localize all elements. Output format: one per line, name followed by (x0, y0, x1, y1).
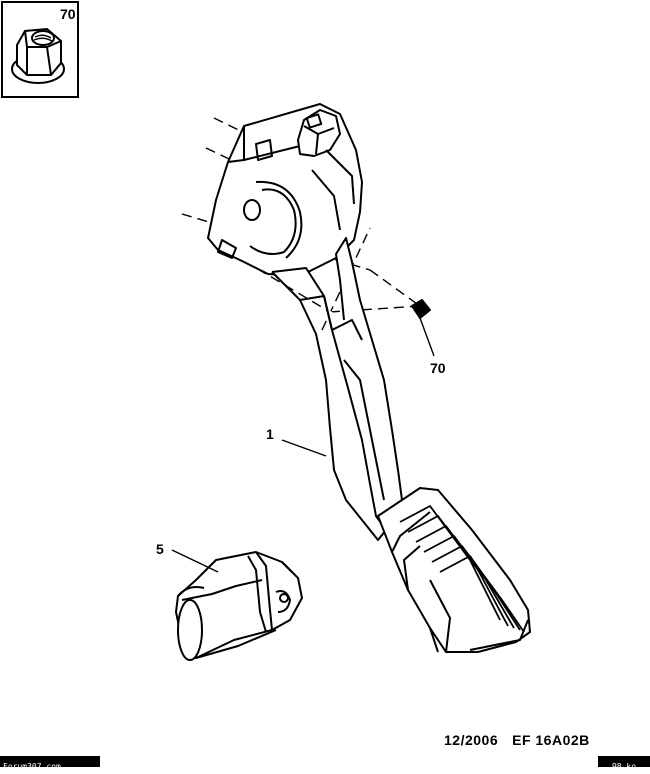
callout-nut: 70 (430, 360, 446, 376)
reference-part-code: EF 16A02B (512, 732, 590, 748)
callout-sensor: 5 (156, 541, 164, 557)
flange-nut-icon (11, 27, 65, 84)
inset-label: 70 (60, 6, 76, 22)
footer-size: 98 ko (598, 756, 650, 771)
footer-site: Forum307.com (0, 756, 100, 771)
reference-code: 12/2006 EF 16A02B (444, 732, 604, 748)
reference-date: 12/2006 (444, 732, 499, 748)
callout-pedal: 1 (266, 426, 274, 442)
inset-box-nut: 70 (1, 1, 79, 98)
